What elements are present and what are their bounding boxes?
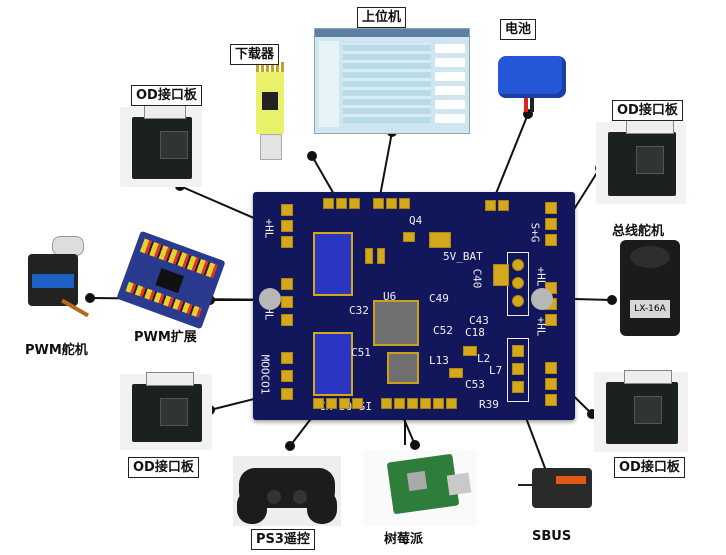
smd [493,264,509,286]
mounting-hole [259,288,281,310]
label-sbus: SBUS [532,529,572,544]
sbus-header [507,338,529,402]
pad [281,236,293,248]
silk-text: +HL [534,316,548,337]
silk-text: C52 [433,324,453,337]
label-pwm-servo: PWM舵机 [25,343,88,358]
od-board-pcb [608,132,676,196]
bottom-pads [313,398,363,409]
label-od-top-left: OD接口板 [131,85,202,106]
pad [512,363,524,375]
raspberry-pi-image [364,450,476,526]
servo-model-label: LX-16A [630,300,670,318]
pad [512,345,524,357]
pad [281,388,293,400]
silk-text: R39 [479,398,499,411]
smd [365,248,373,264]
pad [281,220,293,232]
pad [545,378,557,390]
label-bus-servo: 总线舵机 [612,224,665,239]
top-pads [373,198,410,209]
blue-connector [313,332,353,396]
bus-servo-header [507,252,529,316]
pad [545,234,557,246]
od-board-pcb [606,382,678,444]
smd [403,232,415,242]
pad [512,381,524,393]
silk-text: C18 [465,326,485,339]
pad [281,370,293,382]
od-connector [144,105,186,119]
label-raspberry-pi: 树莓派 [384,532,424,547]
pad [281,352,293,364]
od-board-image [120,105,202,187]
smd [429,232,451,248]
pad [545,202,557,214]
od-board-pcb [132,117,192,179]
label-host-pc: 上位机 [357,7,407,28]
pad [281,296,293,308]
bottom-pads [381,398,457,409]
silk-text: L2 [477,352,491,365]
smd [449,368,463,378]
silk-text: +HL [262,218,276,239]
label-battery: 电池 [500,19,537,40]
silk-text: C32 [349,304,369,317]
smd [377,248,385,264]
ps3-controller-image [233,456,341,526]
silk-text: MOOCO1 [258,354,272,395]
mounting-hole [531,288,553,310]
silk-text: 5V_BAT [443,250,483,263]
pad [281,278,293,290]
pad [512,295,524,307]
pad [281,204,293,216]
silk-text: +HL [534,266,548,287]
silk-text: C51 [351,346,371,359]
blue-connector [313,232,353,296]
label-downloader: 下载器 [230,44,280,65]
bus-servo-image: LX-16A [620,240,680,336]
silk-text: C40 [470,268,484,289]
label-od-top-right: OD接口板 [612,100,683,121]
pad [545,314,557,326]
silk-text: C43 [469,314,489,327]
main-control-board: +HL +HL MOOCO1 Q4 S+G +HL +HL U6 C32 C51… [253,192,575,420]
silk-text: U6 [383,290,397,303]
silk-text: C49 [429,292,449,305]
label-ps3: PS3遥控 [251,529,315,550]
battery-image [498,50,570,114]
host-pc-software-screenshot [314,28,470,134]
silk-text: L7 [489,364,503,377]
pad [545,394,557,406]
sbus-receiver-image [512,462,594,510]
downloader-image [252,62,288,162]
mcu-chip [373,300,419,346]
pad [281,314,293,326]
ic-chip [387,352,419,384]
od-connector [624,370,672,384]
pad [512,277,524,289]
pad [512,259,524,271]
pwm-servo-image [20,236,92,328]
silk-text: L13 [429,354,449,367]
smd [463,346,477,356]
od-board-image [594,370,688,452]
od-board-image [596,120,686,204]
top-pads [485,200,509,211]
silk-text: C53 [465,378,485,391]
silk-text: Q4 [409,214,423,227]
label-od-bottom-right: OD接口板 [614,457,685,478]
top-pads [323,198,360,209]
pad [545,362,557,374]
od-board-pcb [132,384,202,442]
od-connector [146,372,194,386]
od-connector [626,120,674,134]
silk-text: S+G [528,222,542,243]
label-pwm-extension: PWM扩展 [134,330,197,345]
label-od-bottom-left: OD接口板 [128,457,199,478]
od-board-image [120,372,212,450]
pad [545,218,557,230]
